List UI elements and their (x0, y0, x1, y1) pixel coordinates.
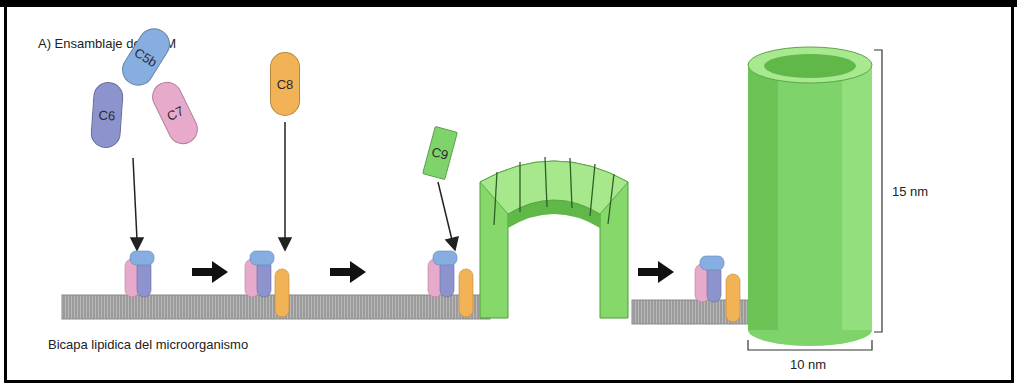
protein-label: C8 (277, 77, 294, 92)
c6-protein: C6 (90, 81, 125, 149)
dimension-label: 10 nm (790, 357, 826, 372)
protein-label: C5b (132, 44, 160, 69)
frame-left (4, 0, 7, 383)
frame-right (1011, 0, 1014, 383)
c9-protein: C9 (422, 126, 458, 181)
dimension-bracket (748, 50, 882, 350)
frame-bottom (4, 380, 1014, 383)
frame-top (0, 0, 1017, 7)
protein-label: C6 (98, 107, 116, 123)
protein-label: C9 (430, 144, 450, 163)
membrane-label: Bicapa lipidica del microorganismo (48, 337, 248, 352)
c8-protein: C8 (270, 52, 300, 116)
c7-protein: C7 (147, 77, 203, 149)
dimension-label: 15 nm (892, 184, 928, 199)
full-pore (748, 47, 872, 346)
protein-label: C7 (164, 103, 186, 124)
half-pore (480, 157, 628, 318)
